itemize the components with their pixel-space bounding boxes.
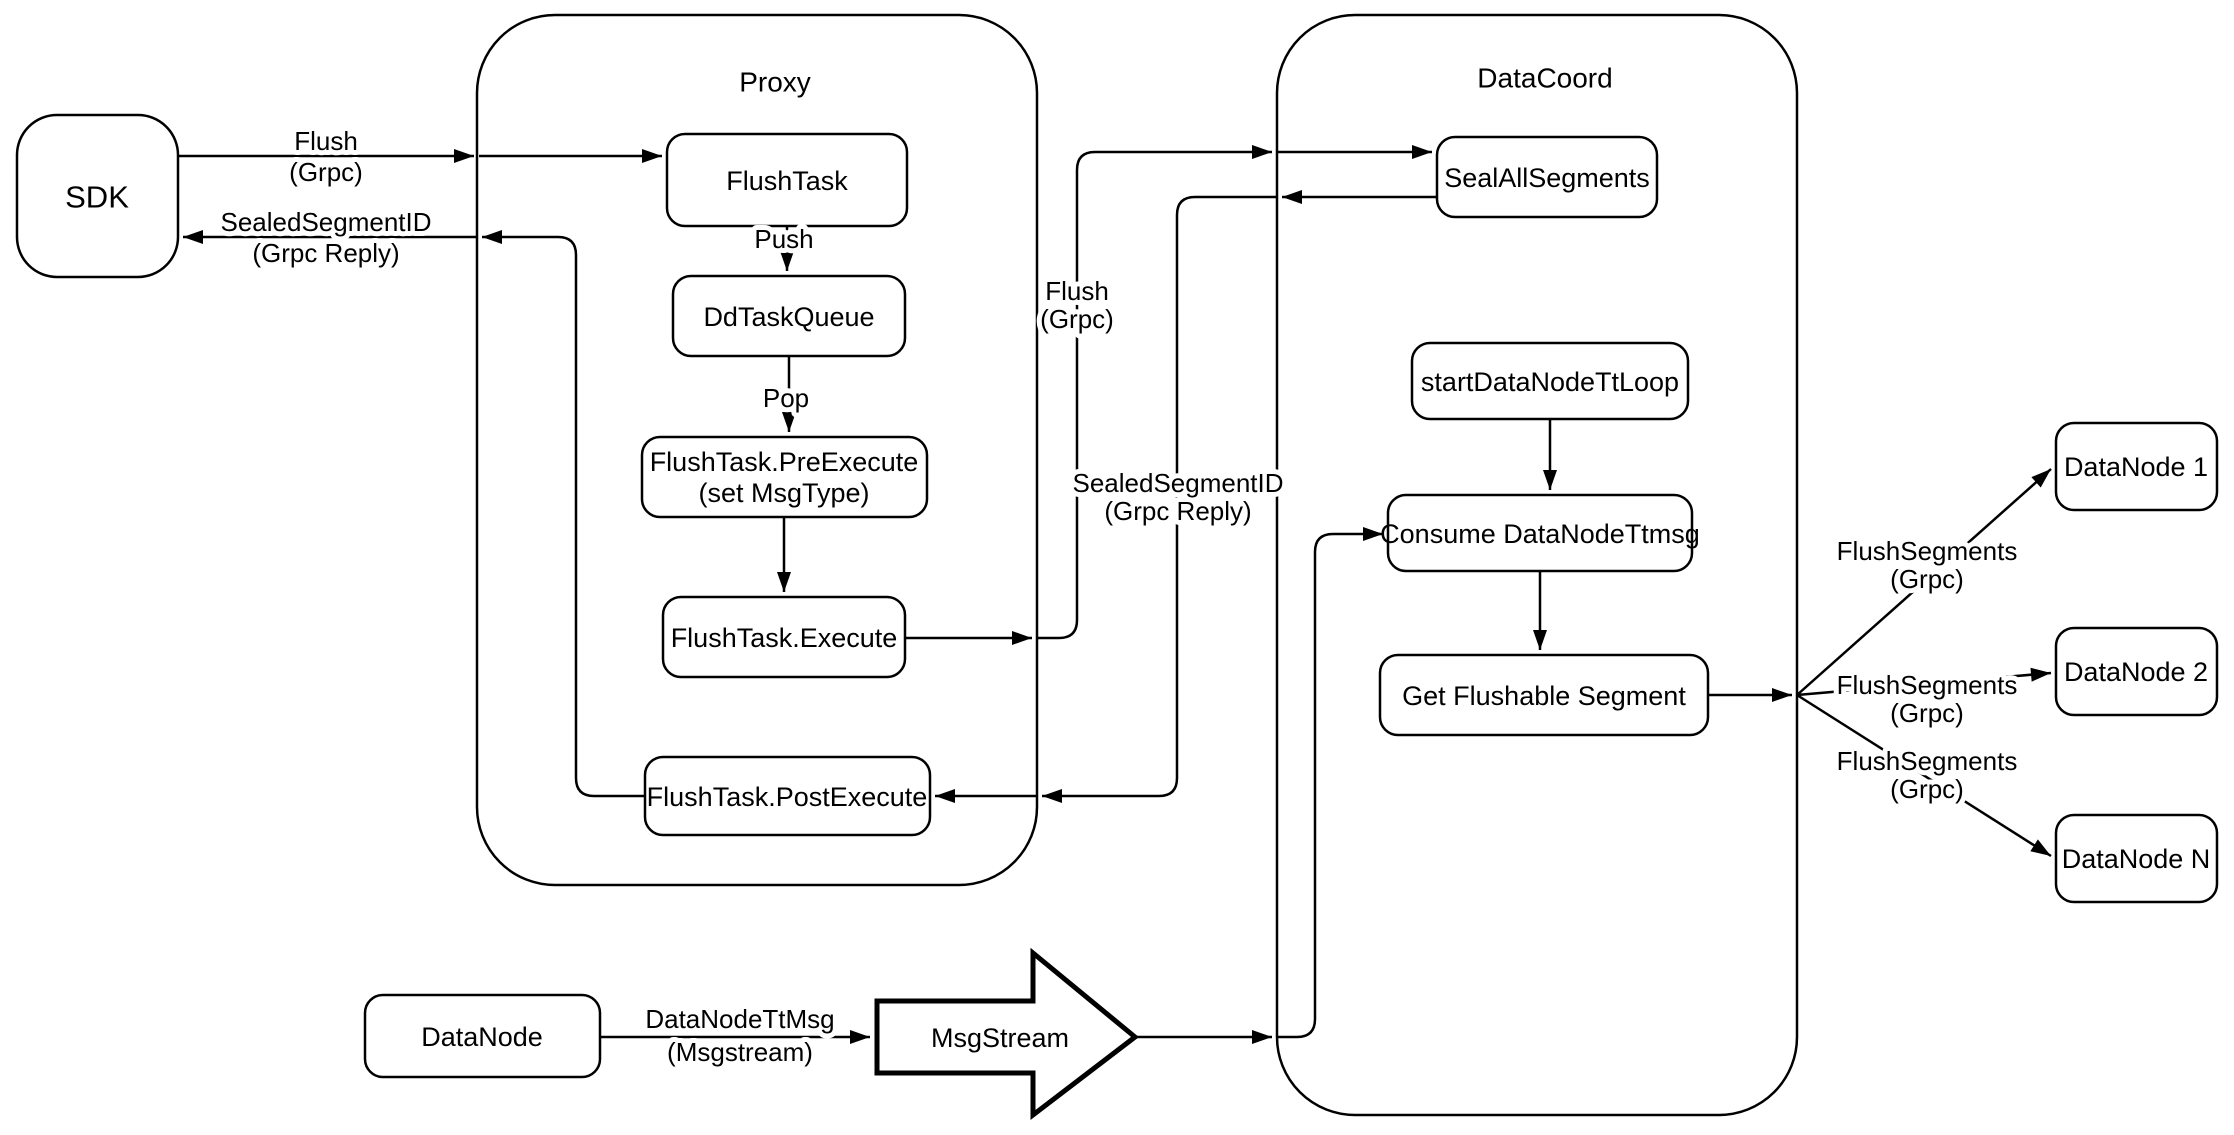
msgstream-label: MsgStream bbox=[931, 1023, 1069, 1053]
datanode2-label: DataNode 2 bbox=[2064, 657, 2208, 687]
datanoden-label: DataNode N bbox=[2062, 844, 2211, 874]
sealedsegmentid-sdk-label-line1: SealedSegmentID bbox=[220, 207, 431, 237]
msgstream-block-arrow bbox=[874, 947, 1140, 1121]
edge-msgstream-to-consume bbox=[1277, 527, 1383, 1039]
node-sdk bbox=[15, 113, 180, 279]
node-get-flushable-segment bbox=[1378, 653, 1710, 737]
preexecute-label-line1: FlushTask.PreExecute bbox=[650, 447, 919, 477]
edge-fan-to-datanode1 bbox=[1796, 468, 2052, 696]
flushsegments2-label-line2: (Grpc) bbox=[1890, 698, 1964, 728]
node-sealallsegments bbox=[1435, 135, 1659, 219]
edges bbox=[178, 145, 2052, 1044]
node-flushtask-postexecute bbox=[643, 755, 932, 837]
flush-grpc-mid-label-line1: Flush bbox=[1045, 276, 1109, 306]
flush-grpc-mid-label-line2: (Grpc) bbox=[1040, 304, 1114, 334]
node-datanode-n bbox=[2054, 813, 2219, 904]
flushtask-label: FlushTask bbox=[726, 166, 848, 196]
edge-sealedreply-to-proxy-edge bbox=[1042, 195, 1276, 803]
consume-datanodettmsg-label: Consume DataNodeTtmsg bbox=[1380, 519, 1700, 549]
datanodettmsg-label-line2: (Msgstream) bbox=[667, 1037, 813, 1067]
datanodettmsg-label-line1: DataNodeTtMsg bbox=[645, 1004, 834, 1034]
node-consume-datanodettmsg bbox=[1386, 493, 1694, 573]
node-datanode-1 bbox=[2054, 421, 2219, 512]
flushsegments3-label-line1: FlushSegments bbox=[1837, 746, 2018, 776]
node-datanode-source bbox=[363, 993, 602, 1079]
edge-postexecute-to-proxy-edge bbox=[482, 230, 645, 798]
execute-label: FlushTask.Execute bbox=[671, 623, 898, 653]
postexecute-label: FlushTask.PostExecute bbox=[647, 782, 928, 812]
push-label: Push bbox=[754, 224, 813, 254]
sealallsegments-label: SealAllSegments bbox=[1444, 163, 1650, 193]
flushsegments2-label-line1: FlushSegments bbox=[1837, 670, 2018, 700]
datacoord-title: DataCoord bbox=[1477, 63, 1612, 94]
sdk-label: SDK bbox=[65, 180, 129, 215]
flush-grpc-sdk-label-line1: Flush bbox=[294, 126, 358, 156]
flush-grpc-sdk-label-line2: (Grpc) bbox=[289, 157, 363, 187]
node-flushtask-execute bbox=[661, 595, 907, 679]
get-flushable-segment-label: Get Flushable Segment bbox=[1402, 681, 1686, 711]
sealedsegmentid-mid-label-line2: (Grpc Reply) bbox=[1104, 496, 1251, 526]
datanode-source-label: DataNode bbox=[421, 1022, 543, 1052]
proxy-title: Proxy bbox=[739, 67, 811, 98]
startdatanodettloop-label: startDataNodeTtLoop bbox=[1421, 367, 1679, 397]
node-flushtask bbox=[665, 132, 909, 228]
sealedsegmentid-mid-label-line1: SealedSegmentID bbox=[1072, 468, 1283, 498]
node-startdatanodettloop bbox=[1410, 341, 1690, 421]
node-ddtaskqueue bbox=[671, 274, 907, 358]
preexecute-label-line2: (set MsgType) bbox=[698, 478, 869, 508]
edge-flush-to-datacoord-edge bbox=[1038, 145, 1272, 640]
ddtaskqueue-label: DdTaskQueue bbox=[703, 302, 874, 332]
pop-label: Pop bbox=[763, 383, 809, 413]
datanode1-label: DataNode 1 bbox=[2064, 452, 2208, 482]
edge-fan-to-datanode2 bbox=[1796, 667, 2052, 697]
node-datanode-2 bbox=[2054, 626, 2219, 717]
flushsegments3-label-line2: (Grpc) bbox=[1890, 774, 1964, 804]
flushsegments1-label-line1: FlushSegments bbox=[1837, 536, 2018, 566]
node-flushtask-preexecute bbox=[640, 435, 929, 519]
flushsegments1-label-line2: (Grpc) bbox=[1890, 564, 1964, 594]
sealedsegmentid-sdk-label-line2: (Grpc Reply) bbox=[252, 238, 399, 268]
edge-fan-to-datanoden bbox=[1796, 693, 2052, 858]
